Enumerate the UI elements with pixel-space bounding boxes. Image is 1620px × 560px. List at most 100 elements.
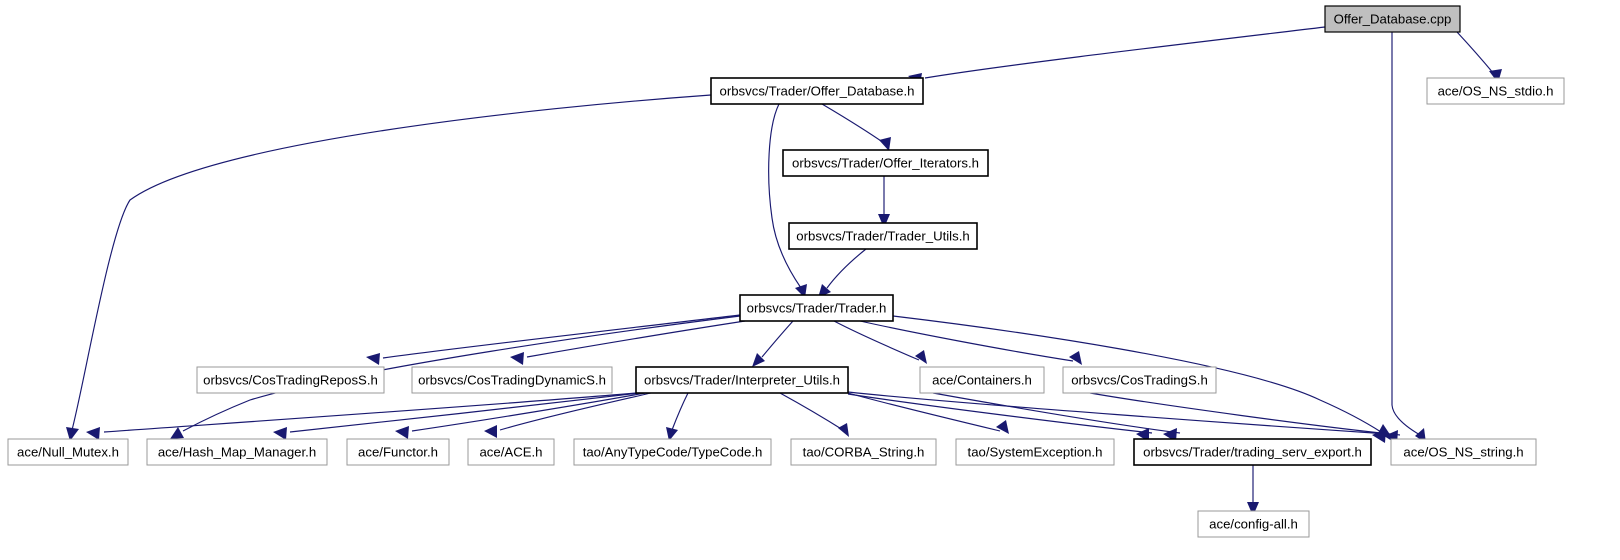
arrowhead-icon bbox=[170, 427, 184, 439]
arrowhead-icon bbox=[66, 427, 79, 441]
edge-offer_database_h-to-trader_h bbox=[768, 103, 807, 298]
edge-trader_h-to-costradingrepos_s bbox=[366, 314, 741, 365]
node-label: orbsvcs/Trader/Offer_Iterators.h bbox=[792, 155, 979, 170]
edge-offer_database_h-to-offer_iterators_h bbox=[821, 103, 891, 151]
node-label: tao/CORBA_String.h bbox=[803, 444, 925, 459]
node-hash_map_manager_h[interactable]: ace/Hash_Map_Manager.hace/Hash_Map_Manag… bbox=[146, 438, 328, 466]
node-box[interactable] bbox=[7, 438, 129, 466]
edge-line bbox=[826, 248, 867, 289]
edge-line bbox=[847, 392, 1001, 432]
edge-interpreter_utils_h-to-os_ns_string_h bbox=[847, 391, 1389, 443]
edge-line bbox=[411, 392, 646, 432]
node-box[interactable] bbox=[788, 222, 978, 250]
node-box[interactable] bbox=[635, 366, 849, 394]
node-trading_serv_export_h[interactable]: orbsvcs/Trader/trading_serv_export.horbs… bbox=[1133, 438, 1372, 466]
node-box[interactable] bbox=[739, 294, 894, 322]
edge-line bbox=[499, 392, 652, 431]
node-box[interactable] bbox=[346, 438, 450, 466]
node-box[interactable] bbox=[919, 366, 1045, 394]
edge-trading_serv_export_h-to-config_all_h bbox=[1247, 465, 1259, 516]
arrowhead-icon bbox=[878, 214, 890, 228]
node-label: ace/OS_NS_string.h bbox=[1403, 444, 1523, 459]
node-systemexception_h[interactable]: tao/SystemException.htao/SystemException… bbox=[955, 438, 1115, 466]
node-label: ace/ACE.h bbox=[479, 444, 542, 459]
edge-interpreter_utils_h-to-hash_map_manager_h bbox=[273, 392, 641, 440]
node-box[interactable] bbox=[146, 438, 328, 466]
node-box[interactable] bbox=[1426, 77, 1565, 105]
node-box[interactable] bbox=[790, 438, 937, 466]
edge-line bbox=[289, 392, 641, 433]
edge-interpreter_utils_h-to-null_mutex_h bbox=[86, 392, 637, 440]
node-label: orbsvcs/Trader/trading_serv_export.h bbox=[1143, 444, 1362, 459]
node-box[interactable] bbox=[1062, 366, 1217, 394]
edge-line bbox=[1391, 32, 1421, 436]
edge-line bbox=[821, 103, 885, 144]
node-box[interactable] bbox=[782, 149, 989, 177]
node-costrading_s[interactable]: orbsvcs/CosTradingS.horbsvcs/CosTradingS… bbox=[1062, 366, 1217, 394]
arrowhead-icon bbox=[838, 423, 849, 437]
node-label: orbsvcs/CosTradingDynamicS.h bbox=[418, 372, 606, 387]
edge-line bbox=[103, 392, 637, 433]
node-label: ace/Hash_Map_Manager.h bbox=[158, 444, 316, 459]
node-box[interactable] bbox=[955, 438, 1115, 466]
arrowhead-icon bbox=[666, 427, 678, 441]
edge-interpreter_utils_h-to-trading_serv_export_h bbox=[847, 393, 1153, 442]
node-box[interactable] bbox=[1133, 438, 1372, 466]
node-label: Offer_Database.cpp bbox=[1334, 11, 1452, 26]
node-costradingrepos_s[interactable]: orbsvcs/CosTradingReposS.horbsvcs/CosTra… bbox=[196, 366, 385, 394]
arrowhead-icon bbox=[996, 420, 1009, 434]
edge-line bbox=[892, 315, 1382, 433]
node-label: orbsvcs/Trader/Trader.h bbox=[747, 300, 887, 315]
node-label: orbsvcs/Trader/Trader_Utils.h bbox=[796, 228, 969, 243]
edge-line bbox=[932, 392, 1181, 434]
edge-offer_database_h-to-null_mutex_h bbox=[66, 94, 712, 441]
edge-offer_database_cpp-to-offer_database_h bbox=[908, 26, 1326, 85]
edge-trader_utils_h-to-trader_h bbox=[818, 248, 867, 298]
edge-line bbox=[847, 393, 1153, 434]
node-trader_utils_h[interactable]: orbsvcs/Trader/Trader_Utils.horbsvcs/Tra… bbox=[788, 222, 978, 250]
node-box[interactable] bbox=[1197, 510, 1310, 538]
node-label: orbsvcs/Trader/Offer_Database.h bbox=[720, 83, 915, 98]
node-trader_h[interactable]: orbsvcs/Trader/Trader.horbsvcs/Trader/Tr… bbox=[739, 294, 894, 322]
edge-interpreter_utils_h-to-ace_ace_h bbox=[484, 392, 652, 438]
arrowhead-icon bbox=[1247, 502, 1259, 516]
edge-line bbox=[382, 314, 741, 359]
node-interpreter_utils_h[interactable]: orbsvcs/Trader/Interpreter_Utils.horbsvc… bbox=[635, 366, 849, 394]
node-offer_database_cpp[interactable]: Offer_Database.cppOffer_Database.cpp bbox=[1324, 5, 1461, 33]
arrowhead-icon bbox=[273, 427, 287, 440]
edge-line bbox=[779, 392, 844, 431]
node-box[interactable] bbox=[411, 366, 613, 394]
edge-line bbox=[859, 320, 1074, 362]
node-box[interactable] bbox=[196, 366, 385, 394]
node-offer_database_h[interactable]: orbsvcs/Trader/Offer_Database.horbsvcs/T… bbox=[710, 77, 924, 105]
node-box[interactable] bbox=[573, 438, 772, 466]
node-costradingdynamic_s[interactable]: orbsvcs/CosTradingDynamicS.horbsvcs/CosT… bbox=[411, 366, 613, 394]
edge-line bbox=[924, 26, 1326, 79]
arrowhead-icon bbox=[366, 353, 380, 365]
node-box[interactable] bbox=[467, 438, 555, 466]
node-offer_iterators_h[interactable]: orbsvcs/Trader/Offer_Iterators.horbsvcs/… bbox=[782, 149, 989, 177]
node-box[interactable] bbox=[1324, 5, 1461, 33]
node-box[interactable] bbox=[710, 77, 924, 105]
edge-line bbox=[1089, 392, 1401, 436]
edge-interpreter_utils_h-to-functor_h bbox=[395, 392, 646, 439]
node-typecode_h[interactable]: tao/AnyTypeCode/TypeCode.htao/AnyTypeCod… bbox=[573, 438, 772, 466]
edge-interpreter_utils_h-to-corba_string_h bbox=[779, 392, 849, 437]
arrowhead-icon bbox=[484, 425, 497, 438]
edge-offer_database_cpp-to-os_ns_string_h bbox=[1391, 32, 1426, 443]
node-label: orbsvcs/Trader/Interpreter_Utils.h bbox=[644, 372, 840, 387]
nodes-layer: Offer_Database.cppOffer_Database.cpp ace/… bbox=[7, 5, 1565, 538]
arrowhead-icon bbox=[395, 426, 409, 439]
node-box[interactable] bbox=[1390, 438, 1537, 466]
edge-trader_h-to-containers_h bbox=[833, 320, 927, 364]
node-label: ace/config-all.h bbox=[1209, 516, 1298, 531]
